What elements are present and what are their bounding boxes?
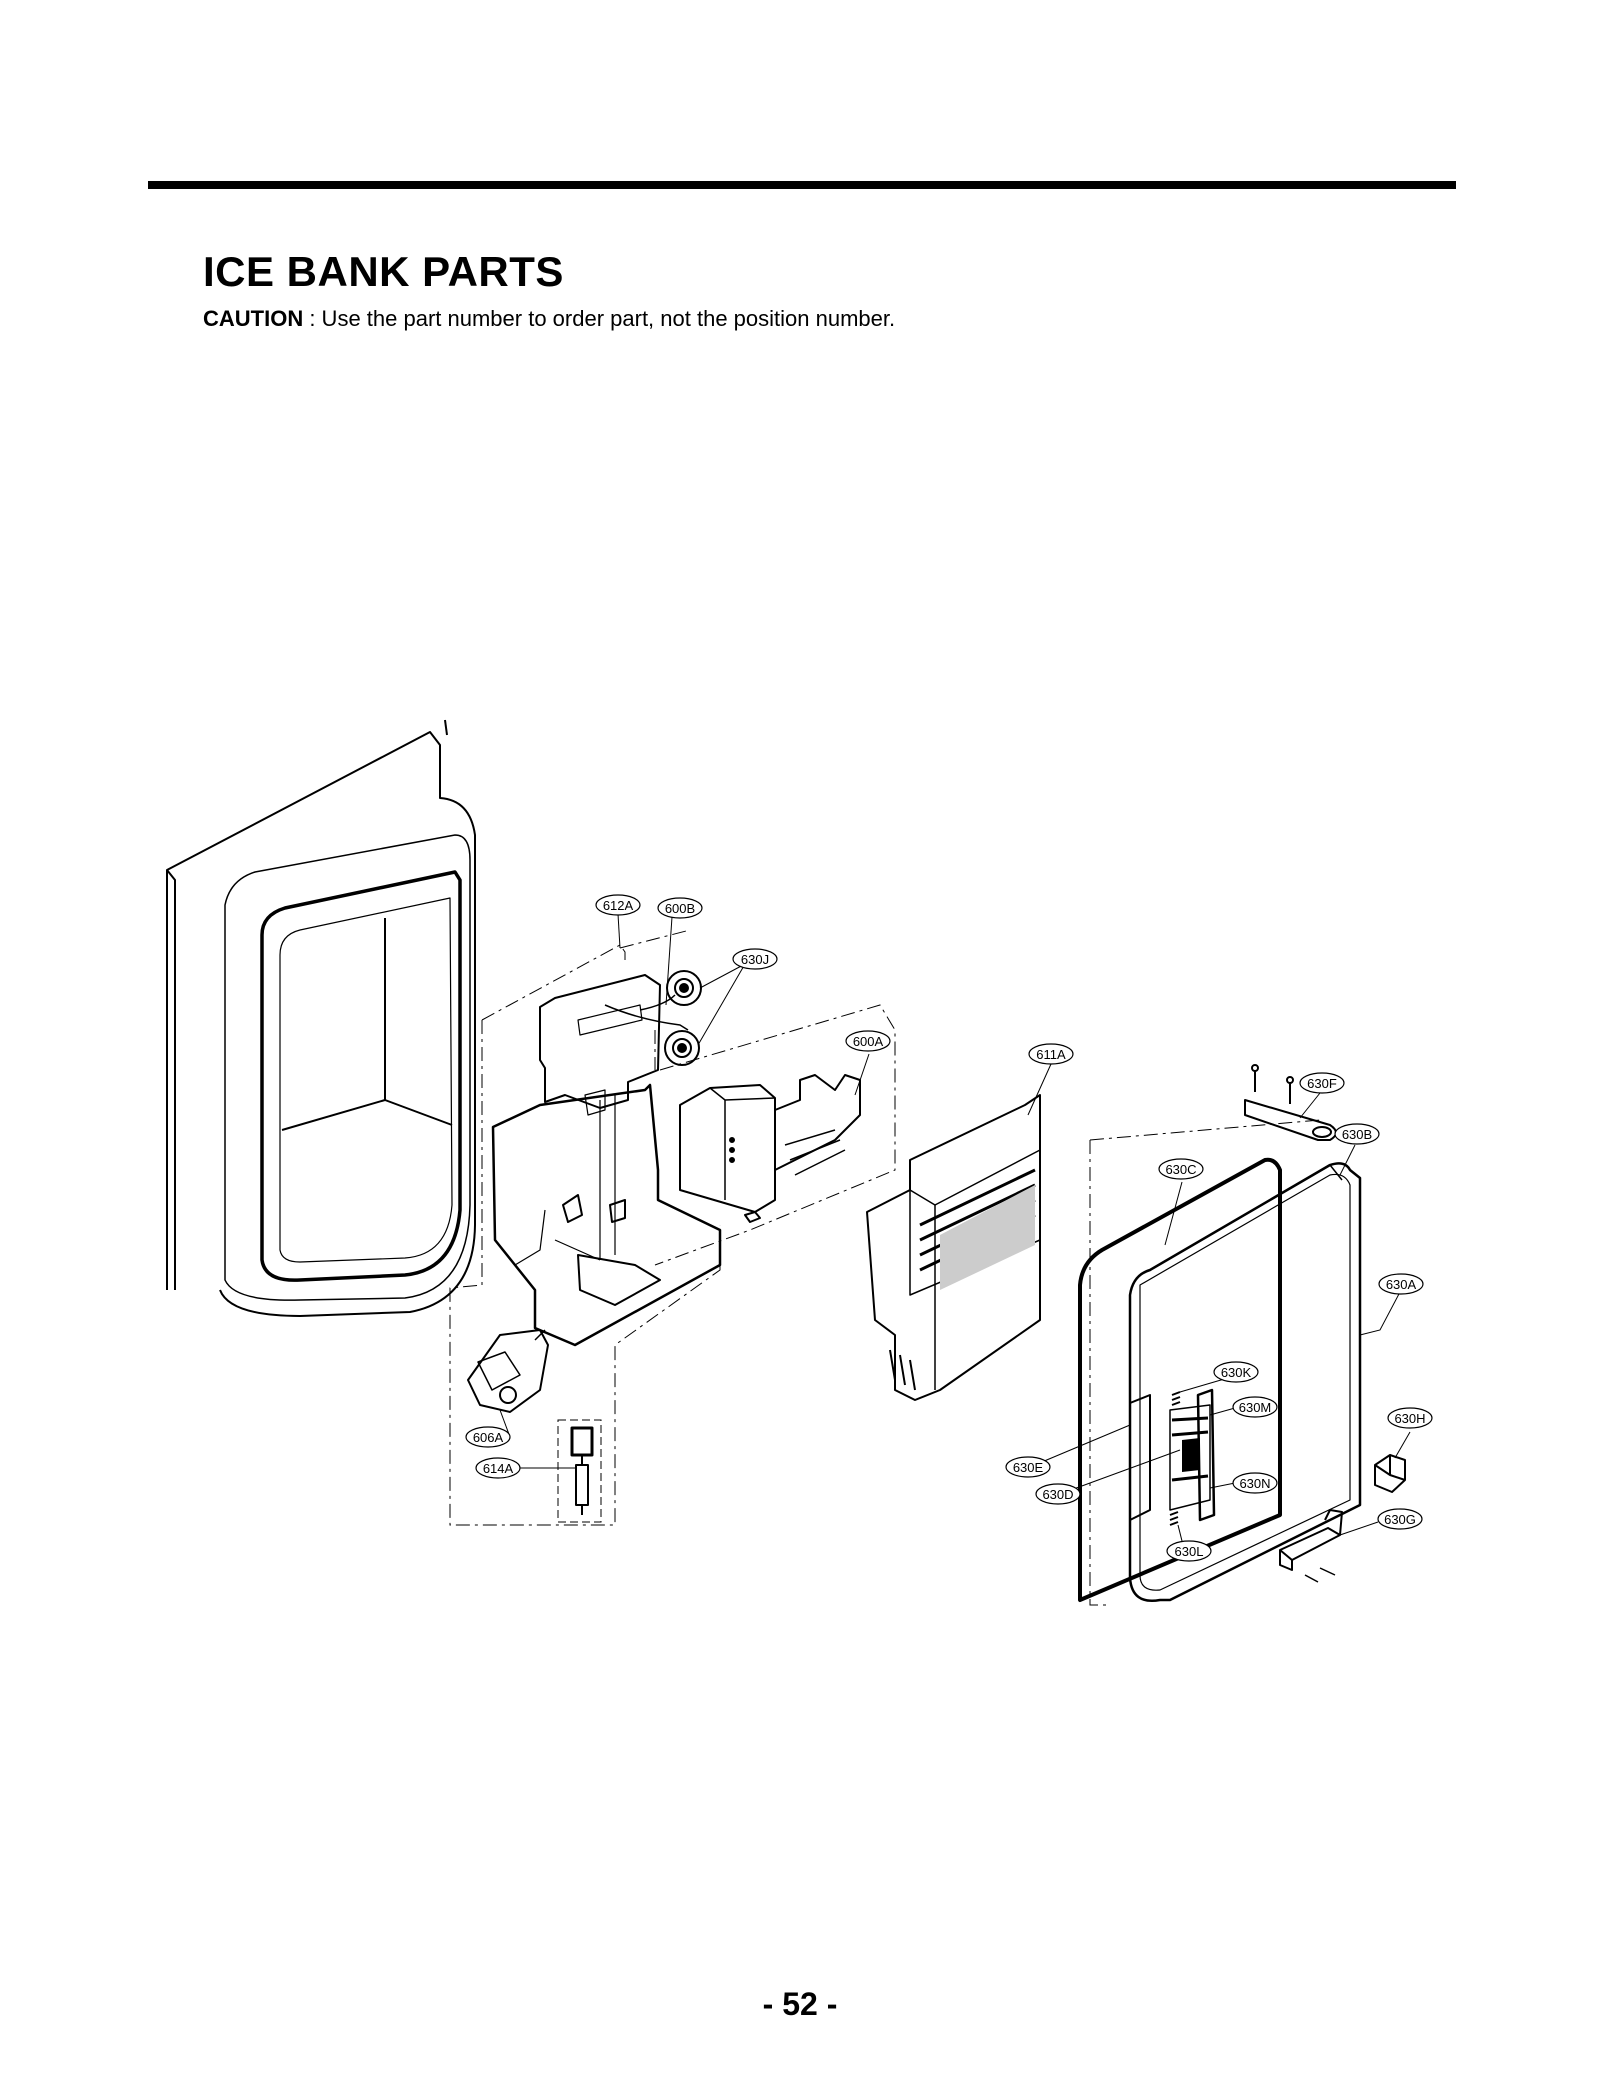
callout-630h: 630H (1387, 1407, 1433, 1429)
ice-bin-cover (866, 1094, 1041, 1401)
ice-maker-unit (679, 1074, 861, 1223)
svg-text:630A: 630A (1386, 1277, 1417, 1292)
callout-630n: 630N (1232, 1472, 1278, 1494)
svg-text:630C: 630C (1165, 1162, 1196, 1177)
svg-text:630H: 630H (1394, 1411, 1425, 1426)
caution-text: : Use the part number to order part, not… (303, 306, 896, 331)
svg-text:630E: 630E (1013, 1460, 1044, 1475)
svg-text:630K: 630K (1221, 1365, 1252, 1380)
callout-600b: 600B (657, 897, 703, 919)
callout-614a: 614A (475, 1457, 521, 1479)
callout-630a: 630A (1378, 1273, 1424, 1295)
svg-text:630L: 630L (1175, 1544, 1204, 1559)
callout-630c: 630C (1158, 1158, 1204, 1180)
caution-note: CAUTION : Use the part number to order p… (203, 306, 895, 332)
callout-630l: 630L (1166, 1540, 1212, 1562)
callout-630m: 630M (1232, 1396, 1278, 1418)
door-group-outline (1089, 1119, 1321, 1606)
svg-text:630N: 630N (1239, 1476, 1270, 1491)
auger-motor (467, 1329, 549, 1413)
wire-harness (604, 1004, 689, 1031)
door-panel (1128, 1162, 1362, 1602)
callout-606a: 606A (465, 1426, 511, 1448)
thermistor-discs (664, 970, 702, 1066)
door-frame (166, 719, 476, 1317)
callout-630g: 630G (1377, 1508, 1423, 1530)
page-number: - 52 - (762, 1986, 838, 2022)
svg-text:630F: 630F (1307, 1076, 1337, 1091)
svg-text:630J: 630J (741, 952, 769, 967)
svg-text:612A: 612A (603, 898, 634, 913)
sensor-group-outline (619, 929, 691, 1070)
door-cap (1374, 1454, 1406, 1493)
spring-630k (1171, 1391, 1181, 1406)
svg-text:600A: 600A (853, 1034, 884, 1049)
svg-text:600B: 600B (665, 901, 695, 916)
callout-630f: 630F (1299, 1072, 1345, 1094)
callout-630k: 630K (1213, 1361, 1259, 1383)
solenoid (570, 1426, 594, 1515)
callout-611a: 611A (1028, 1043, 1074, 1065)
callout-630d: 630D (1035, 1483, 1081, 1505)
svg-text:630M: 630M (1239, 1400, 1272, 1415)
svg-text:611A: 611A (1036, 1047, 1066, 1062)
spring-630l (1169, 1511, 1179, 1526)
svg-text:630G: 630G (1384, 1512, 1416, 1527)
callout-600a: 600A (845, 1030, 891, 1052)
caution-label: CAUTION (203, 306, 304, 331)
svg-text:614A: 614A (483, 1461, 514, 1476)
bracket-group-outline (449, 944, 721, 1526)
svg-text:630D: 630D (1042, 1487, 1073, 1502)
lower-hinge (1279, 1509, 1343, 1583)
top-rule (148, 181, 1456, 189)
page-title: ICE BANK PARTS (203, 248, 564, 295)
door-latch-assembly (1129, 1388, 1216, 1522)
ice-maker-group-outline (654, 1004, 896, 1266)
callout-630b: 630B (1334, 1123, 1380, 1145)
svg-text:630B: 630B (1342, 1127, 1372, 1142)
svg-text:606A: 606A (473, 1430, 504, 1445)
callout-612a: 612A (595, 894, 641, 916)
callout-630e: 630E (1005, 1456, 1051, 1478)
solenoid-group-outline (557, 1419, 602, 1523)
callout-630j: 630J (732, 948, 778, 970)
